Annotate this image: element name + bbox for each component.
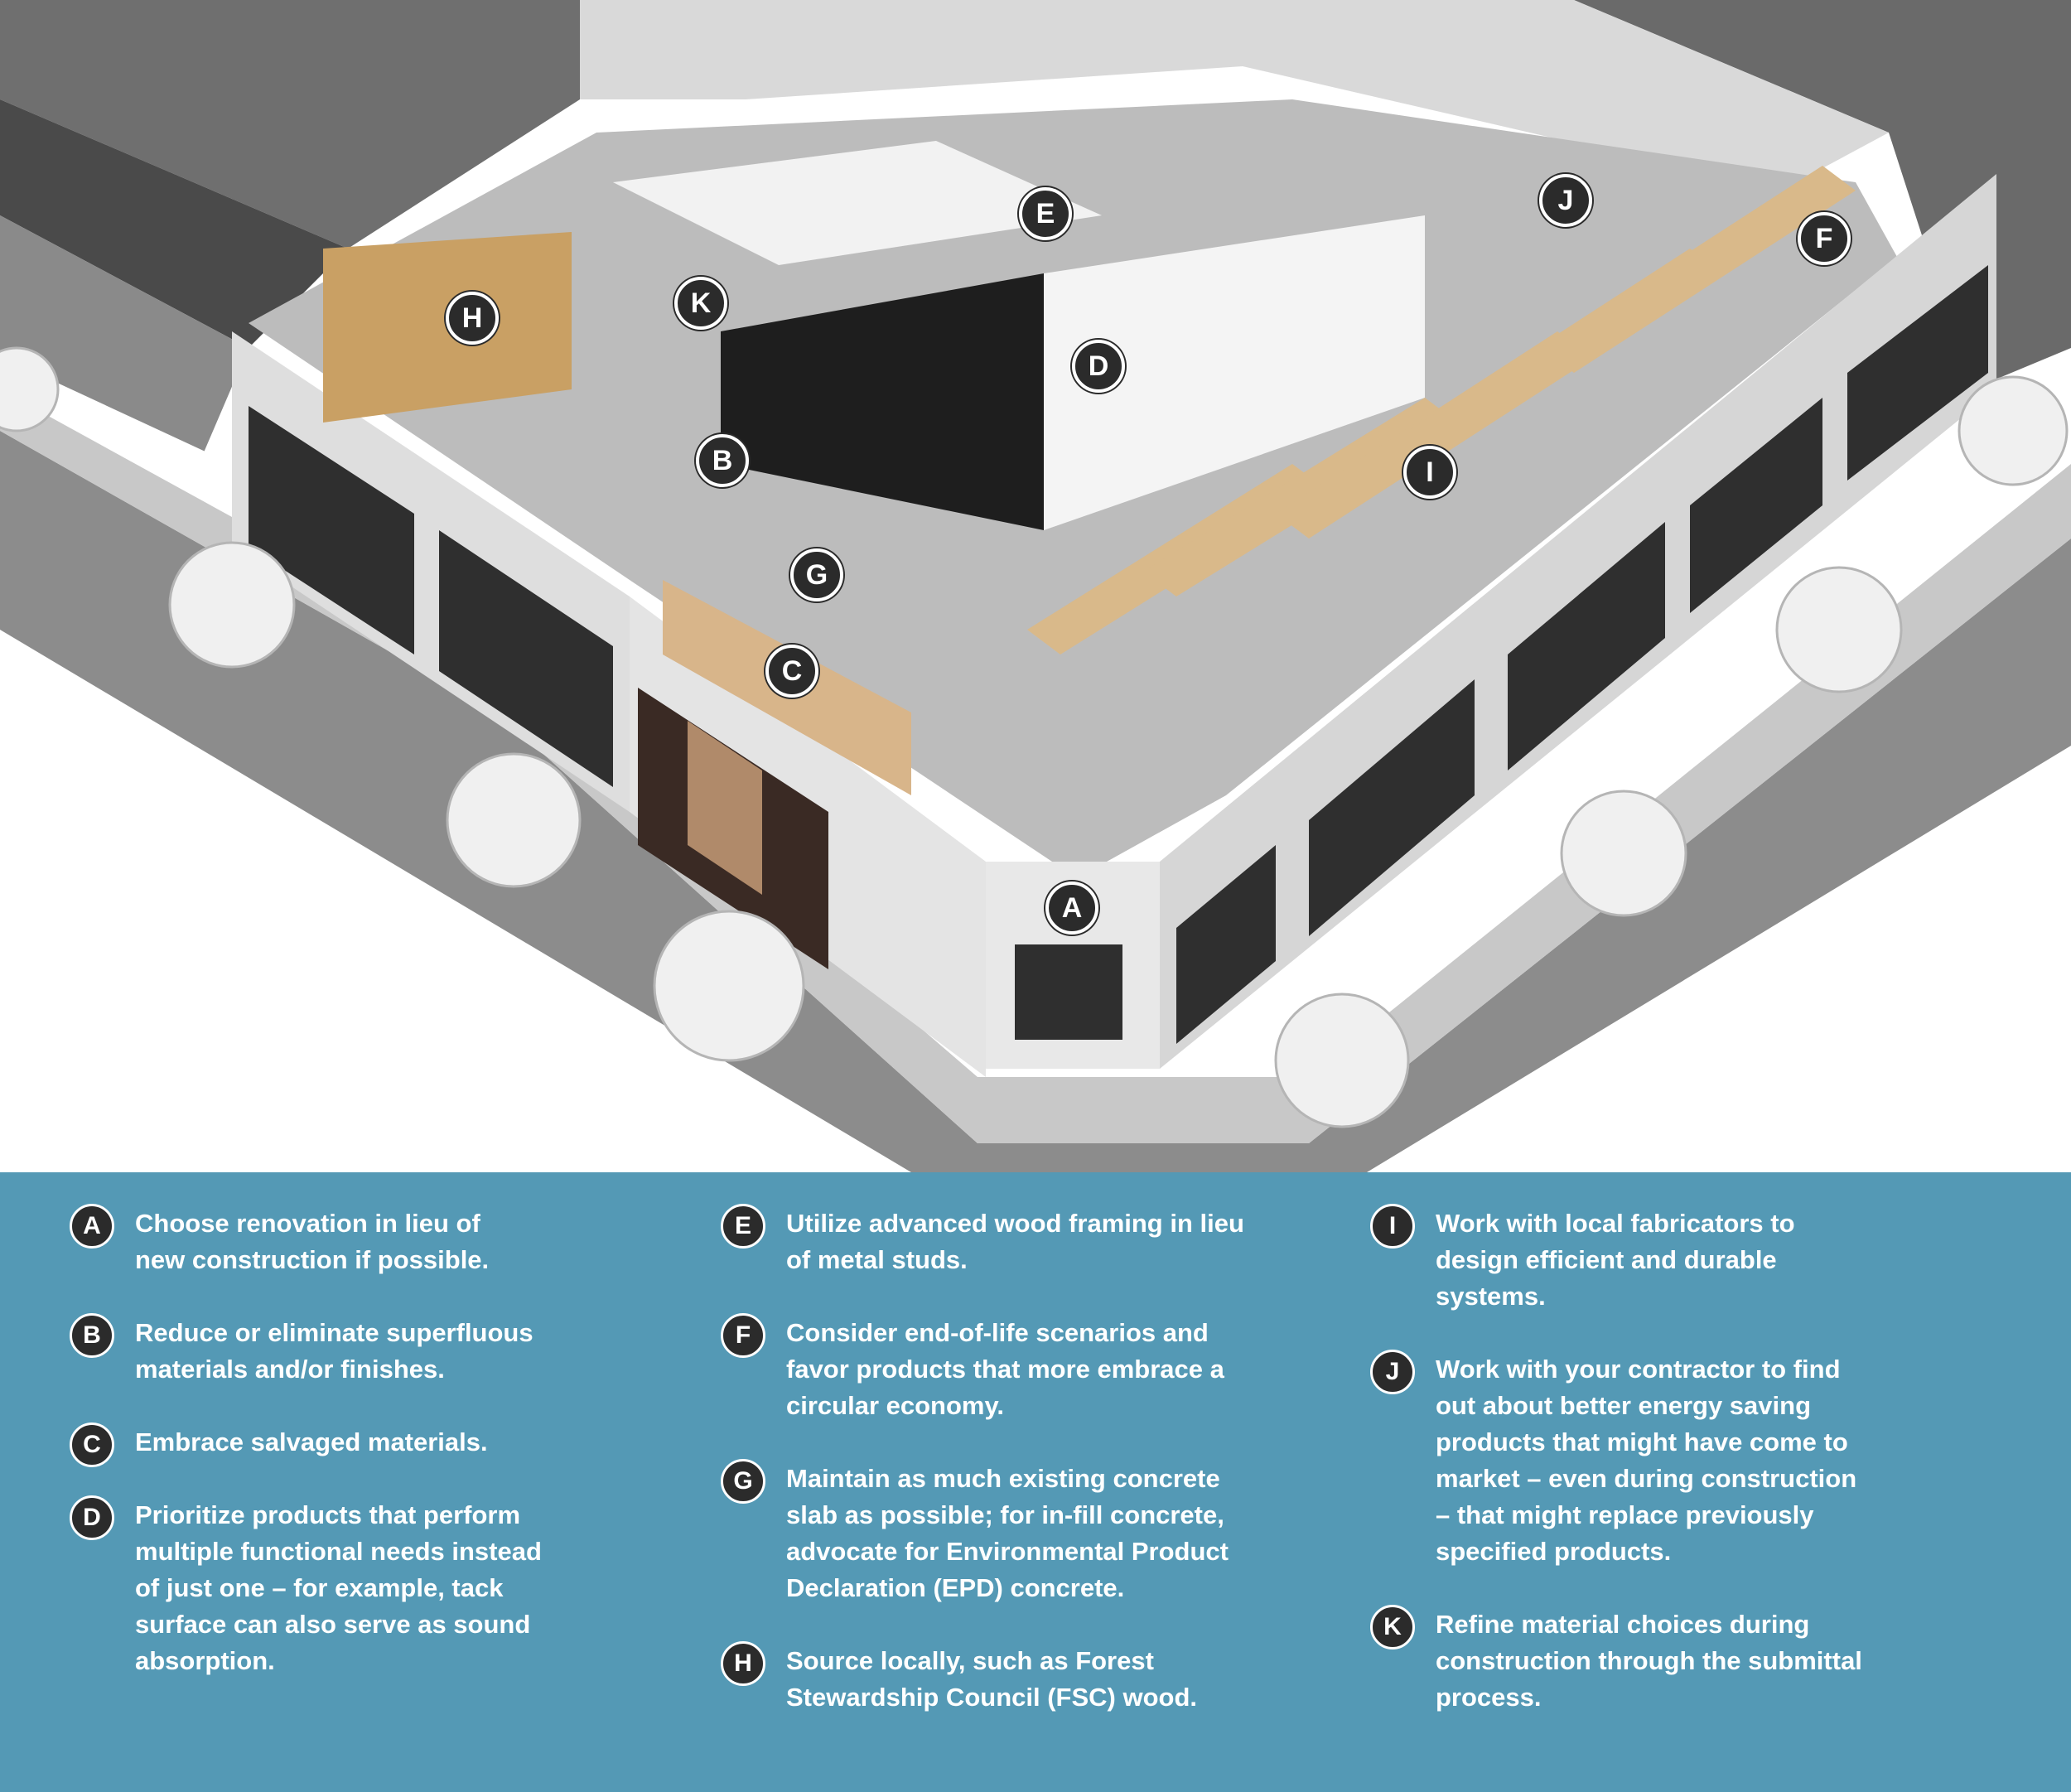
legend-line: Consider end-of-life scenarios and xyxy=(786,1318,1209,1347)
legend-text-i: Work with local fabricators to design eff… xyxy=(1436,1205,1950,1315)
interior-partition xyxy=(1044,215,1425,530)
legend-line: favor products that more embrace a xyxy=(786,1355,1224,1384)
legend-line: of metal studs. xyxy=(786,1245,968,1274)
marker-e: E xyxy=(1019,187,1072,240)
marker-f: F xyxy=(1798,212,1851,265)
legend-line: products that might have come to xyxy=(1436,1427,1848,1456)
workstations xyxy=(1027,166,1856,654)
legend-item-a: A Choose renovation in lieu of new constru… xyxy=(70,1204,600,1278)
legend-panel: A Choose renovation in lieu of new constru… xyxy=(0,1172,2071,1792)
legend-line: specified products. xyxy=(1436,1537,1672,1566)
legend-badge-d: D xyxy=(70,1495,114,1540)
legend-text-f: Consider end-of-life scenarios and favor … xyxy=(786,1315,1301,1424)
legend-line: Refine material choices during xyxy=(1436,1610,1810,1639)
legend-line: multiple functional needs instead xyxy=(135,1537,542,1566)
legend-line: out about better energy saving xyxy=(1436,1391,1812,1420)
legend-badge-e: E xyxy=(721,1204,765,1249)
marker-b: B xyxy=(696,434,749,487)
legend-line: Declaration (EPD) concrete. xyxy=(786,1573,1125,1602)
dark-office-block xyxy=(721,273,1044,530)
legend-text-k: Refine material choices during constructi… xyxy=(1436,1606,1950,1716)
street-trees xyxy=(0,346,2069,1128)
legend-line: of just one – for example, tack xyxy=(135,1573,504,1602)
legend-item-d: D Prioritize products that perform multipl… xyxy=(70,1495,600,1679)
legend-item-f: F Consider end-of-life scenarios and favor… xyxy=(721,1313,1301,1424)
marker-i: I xyxy=(1403,446,1456,499)
marker-g: G xyxy=(790,548,843,601)
legend-item-e: E Utilize advanced wood framing in lieu of… xyxy=(721,1204,1301,1278)
neighbor-building-left xyxy=(0,0,580,249)
marker-c: C xyxy=(765,645,818,698)
legend-text-a: Choose renovation in lieu of new construc… xyxy=(135,1205,600,1278)
legend-text-e: Utilize advanced wood framing in lieu of … xyxy=(786,1205,1301,1278)
legend-line: Utilize advanced wood framing in lieu xyxy=(786,1209,1244,1238)
legend-text-c: Embrace salvaged materials. xyxy=(135,1424,600,1461)
legend-line: new construction if possible. xyxy=(135,1245,490,1274)
legend-item-g: G Maintain as much existing concrete slab … xyxy=(721,1459,1301,1606)
building-cutaway-illustration xyxy=(0,0,2071,1172)
legend-badge-c: C xyxy=(70,1422,114,1467)
legend-badge-b: B xyxy=(70,1313,114,1358)
legend-line: advocate for Environmental Product xyxy=(786,1537,1229,1566)
legend-badge-f: F xyxy=(721,1313,765,1358)
legend-item-c: C Embrace salvaged materials. xyxy=(70,1422,600,1467)
legend-line: Maintain as much existing concrete xyxy=(786,1464,1220,1493)
marker-a: A xyxy=(1045,882,1098,935)
windows-right xyxy=(1176,265,1988,1044)
legend-line: Work with local fabricators to xyxy=(1436,1209,1795,1238)
legend-line: Source locally, such as Forest xyxy=(786,1646,1154,1675)
legend-line: Embrace salvaged materials. xyxy=(135,1427,488,1456)
marker-h: H xyxy=(446,292,499,345)
neighbor-roof xyxy=(0,215,249,464)
legend-column-2: E Utilize advanced wood framing in lieu of… xyxy=(721,1204,1301,1752)
marker-k: K xyxy=(674,277,727,330)
legend-line: Work with your contractor to find xyxy=(1436,1355,1841,1384)
interior-core-top xyxy=(613,141,1102,265)
legend-item-b: B Reduce or eliminate superfluous material… xyxy=(70,1313,600,1388)
legend-line: Reduce or eliminate superfluous xyxy=(135,1318,533,1347)
street xyxy=(0,431,2071,1172)
legend-item-j: J Work with your contractor to find out ab… xyxy=(1370,1350,1950,1570)
legend-line: slab as possible; for in-fill concrete, xyxy=(786,1500,1224,1529)
legend-badge-i: I xyxy=(1370,1204,1415,1249)
marker-d: D xyxy=(1072,340,1125,393)
legend-text-j: Work with your contractor to find out abo… xyxy=(1436,1351,1950,1570)
legend-line: process. xyxy=(1436,1683,1542,1712)
legend-item-i: I Work with local fabricators to design ef… xyxy=(1370,1204,1950,1315)
legend-badge-g: G xyxy=(721,1459,765,1504)
legend-badge-h: H xyxy=(721,1641,765,1686)
legend-line: circular economy. xyxy=(786,1391,1005,1420)
marker-j: J xyxy=(1539,174,1592,227)
legend-column-3: I Work with local fabricators to design ef… xyxy=(1370,1204,1950,1752)
legend-line: design efficient and durable xyxy=(1436,1245,1777,1274)
legend-line: materials and/or finishes. xyxy=(135,1355,445,1384)
legend-line: Stewardship Council (FSC) wood. xyxy=(786,1683,1197,1712)
legend-line: construction through the submittal xyxy=(1436,1646,1862,1675)
legend-line: surface can also serve as sound xyxy=(135,1610,531,1639)
legend-line: Choose renovation in lieu of xyxy=(135,1209,480,1238)
legend-line: Prioritize products that perform xyxy=(135,1500,521,1529)
legend-line: systems. xyxy=(1436,1282,1546,1311)
legend-line: absorption. xyxy=(135,1646,275,1675)
legend-line: – that might replace previously xyxy=(1436,1500,1814,1529)
legend-line: market – even during construction xyxy=(1436,1464,1857,1493)
legend-text-b: Reduce or eliminate superfluous materials… xyxy=(135,1315,600,1388)
legend-badge-j: J xyxy=(1370,1350,1415,1394)
legend-badge-a: A xyxy=(70,1204,114,1249)
legend-item-k: K Refine material choices during construct… xyxy=(1370,1605,1950,1716)
entry-door-wood xyxy=(688,721,762,895)
legend-text-d: Prioritize products that perform multiple… xyxy=(135,1497,600,1679)
legend-text-g: Maintain as much existing concrete slab a… xyxy=(786,1461,1301,1606)
corner-window xyxy=(1015,944,1122,1040)
back-wall xyxy=(580,0,1889,191)
legend-badge-k: K xyxy=(1370,1605,1415,1650)
windows-left xyxy=(249,406,613,787)
legend-column-1: A Choose renovation in lieu of new constru… xyxy=(70,1204,600,1716)
neighbor-building-left-shadow xyxy=(0,99,348,348)
